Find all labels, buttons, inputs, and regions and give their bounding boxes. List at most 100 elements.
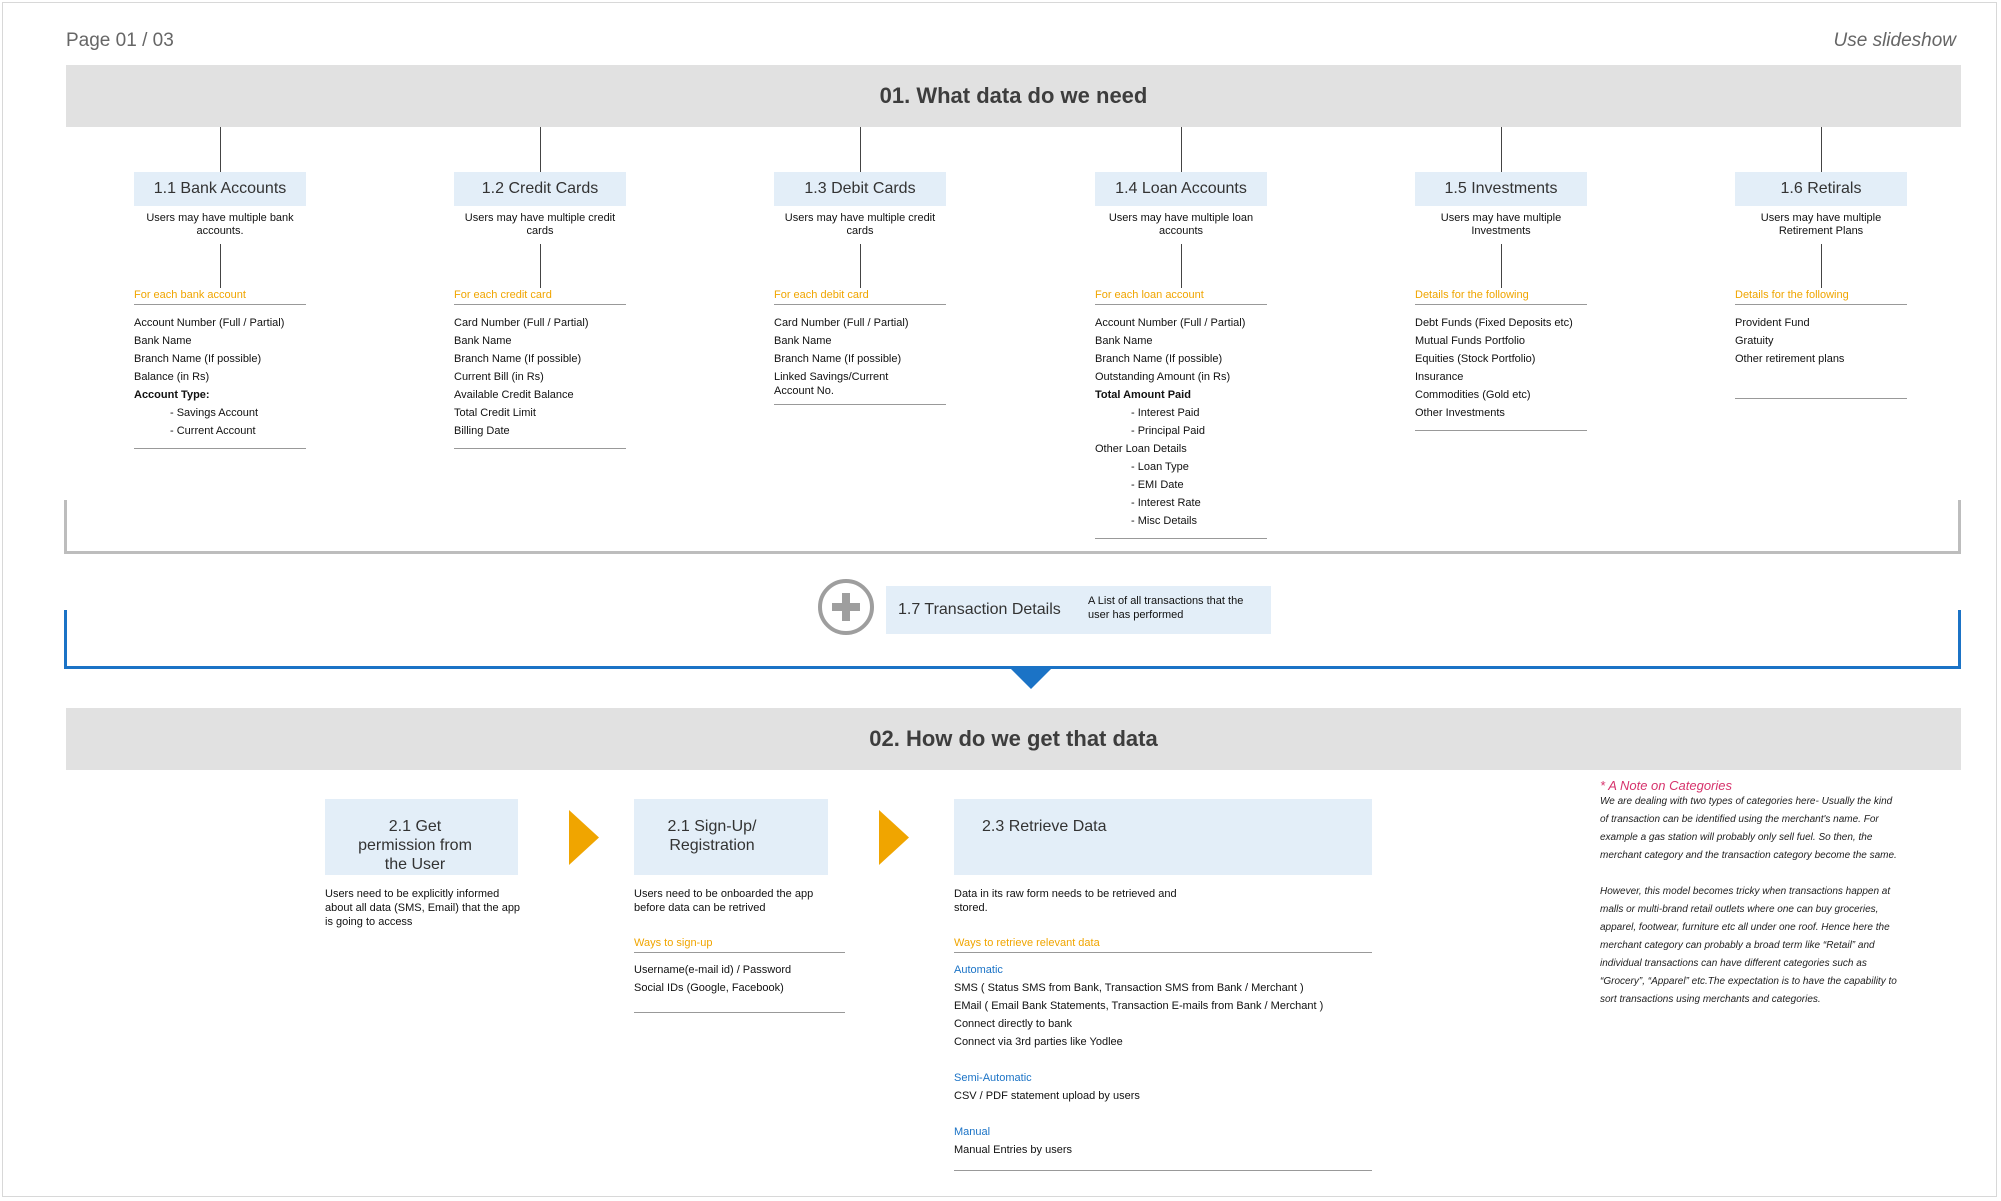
category-item: Balance (in Rs) xyxy=(134,371,210,383)
category-item: Bank Name xyxy=(134,335,192,347)
retrieve-item: CSV / PDF statement upload by users xyxy=(954,1090,1140,1102)
category-item: Insurance xyxy=(1415,371,1464,383)
connector-line xyxy=(860,244,861,288)
category-description: Users may have multiple Retirement Plans xyxy=(1760,212,1882,237)
page-number: Page 01 / 03 xyxy=(66,30,174,51)
connector-line xyxy=(1821,127,1822,172)
category-description: Users may have multiple Investments xyxy=(1440,212,1562,237)
signup-divider xyxy=(634,1012,845,1013)
category-title: 1.4 Loan Accounts xyxy=(1095,172,1267,206)
retrieve-item: Connect directly to bank xyxy=(954,1018,1073,1030)
category-items: Debt Funds (Fixed Deposits etc) Mutual Fu… xyxy=(1415,314,1587,422)
retrieve-group-automatic: Automatic xyxy=(954,964,1003,976)
retrieve-item: SMS ( Status SMS from Bank, Transaction … xyxy=(954,982,1304,994)
signup-section-label: Ways to sign-up xyxy=(634,937,845,953)
category-item: Mutual Funds Portfolio xyxy=(1415,335,1526,347)
category-item: Card Number (Full / Partial) xyxy=(774,317,909,329)
category-item: Branch Name (If possible) xyxy=(134,353,262,365)
connector-line xyxy=(1181,244,1182,288)
category-item: Bank Name xyxy=(1095,335,1153,347)
step-permission-desc: Users need to be explicitly informed abo… xyxy=(325,888,521,928)
transaction-details-box: 1.7 Transaction Details A List of all tr… xyxy=(886,586,1271,634)
category-title: 1.6 Retirals xyxy=(1735,172,1907,206)
category-item: Other retirement plans xyxy=(1735,353,1845,365)
category-item: Account No. xyxy=(774,385,834,397)
category-title: 1.5 Investments xyxy=(1415,172,1587,206)
category-description: Users may have multiple loan accounts xyxy=(1108,212,1254,237)
retrieve-item: Connect via 3rd parties like Yodlee xyxy=(954,1036,1123,1048)
retrieve-item: EMail ( Email Bank Statements, Transacti… xyxy=(954,1000,1324,1012)
connector-line xyxy=(860,127,861,172)
retrieve-group-semi-automatic: Semi-Automatic xyxy=(954,1072,1032,1084)
retrieve-item: Manual Entries by users xyxy=(954,1144,1072,1156)
category-section-label: For each loan account xyxy=(1095,289,1267,305)
category-item: Outstanding Amount (in Rs) xyxy=(1095,371,1231,383)
retrieve-divider xyxy=(954,1170,1372,1171)
category-item: Branch Name (If possible) xyxy=(454,353,582,365)
signup-item: Username(e-mail id) / Password xyxy=(634,964,792,976)
category-title: 1.3 Debit Cards xyxy=(774,172,946,206)
category-description: Users may have multiple bank accounts. xyxy=(146,212,294,237)
section2-title: 02. How do we get that data xyxy=(869,726,1158,751)
category-divider xyxy=(1735,398,1907,399)
category-item: Gratuity xyxy=(1735,335,1774,347)
category-item: Billing Date xyxy=(454,425,510,437)
connector-line xyxy=(1501,127,1502,172)
category-title: 1.1 Bank Accounts xyxy=(134,172,306,206)
category-item: Bank Name xyxy=(454,335,512,347)
transaction-title: 1.7 Transaction Details xyxy=(898,601,1061,618)
category-divider xyxy=(1095,538,1267,539)
category-item: Branch Name (If possible) xyxy=(774,353,902,365)
category-item: Commodities (Gold etc) xyxy=(1415,389,1531,401)
category-item: - Principal Paid xyxy=(1131,425,1205,437)
step-signup-desc: Users need to be onboarded the app befor… xyxy=(634,888,814,914)
slideshow-link[interactable]: Use slideshow xyxy=(1833,30,1957,51)
category-item: - Loan Type xyxy=(1131,461,1189,473)
category-item: - EMI Date xyxy=(1131,479,1184,491)
category-section-label: Details for the following xyxy=(1415,289,1587,305)
category-section-label: For each debit card xyxy=(774,289,946,305)
category-item: Total Credit Limit xyxy=(454,407,536,419)
category-divider xyxy=(774,404,946,405)
category-item: Branch Name (If possible) xyxy=(1095,353,1223,365)
note-paragraph: We are dealing with two types of categor… xyxy=(1600,796,1897,861)
category-item: Other Loan Details xyxy=(1095,443,1187,455)
signup-items: Username(e-mail id) / Password Social ID… xyxy=(634,961,845,997)
signup-item: Social IDs (Google, Facebook) xyxy=(634,982,784,994)
category-item: Debt Funds (Fixed Deposits etc) xyxy=(1415,317,1573,329)
connector-line xyxy=(1181,127,1182,172)
category-item: Equities (Stock Portfolio) xyxy=(1415,353,1536,365)
category-item: Account Type: xyxy=(134,389,210,401)
blue-bracket xyxy=(64,610,1961,669)
section1-banner: 01. What data do we need xyxy=(66,65,1961,127)
step-retrieve-desc: Data in its raw form needs to be retriev… xyxy=(954,888,1177,914)
category-title: 1.2 Credit Cards xyxy=(454,172,626,206)
category-section-label: For each bank account xyxy=(134,289,306,305)
note-title: * A Note on Categories xyxy=(1600,778,1732,793)
retrieve-group-manual: Manual xyxy=(954,1126,991,1138)
connector-line xyxy=(1821,244,1822,288)
category-item: Account Number (Full / Partial) xyxy=(1095,317,1246,329)
category-divider xyxy=(134,448,306,449)
step-signup-box: 2.1 Sign-Up/ Registration xyxy=(634,799,828,875)
plus-circle-icon xyxy=(817,578,875,636)
step-permission-title: 2.1 Get permission from the User xyxy=(358,818,472,873)
category-item: - Misc Details xyxy=(1131,515,1198,527)
grey-bracket xyxy=(64,500,1961,554)
category-item: - Interest Rate xyxy=(1131,497,1201,509)
note-paragraph: However, this model becomes tricky when … xyxy=(1600,886,1897,1005)
connector-line xyxy=(540,127,541,172)
connector-line xyxy=(220,244,221,288)
category-item: Available Credit Balance xyxy=(454,389,574,401)
retrieve-section-label: Ways to retrieve relevant data xyxy=(954,937,1372,953)
category-description: Users may have multiple credit cards xyxy=(464,212,616,237)
category-item: - Interest Paid xyxy=(1131,407,1200,419)
blue-pointer xyxy=(1010,668,1052,689)
connector-line xyxy=(1501,244,1502,288)
category-item: - Savings Account xyxy=(170,407,259,419)
category-description: Users may have multiple credit cards xyxy=(784,212,936,237)
section1-title: 01. What data do we need xyxy=(879,83,1148,108)
